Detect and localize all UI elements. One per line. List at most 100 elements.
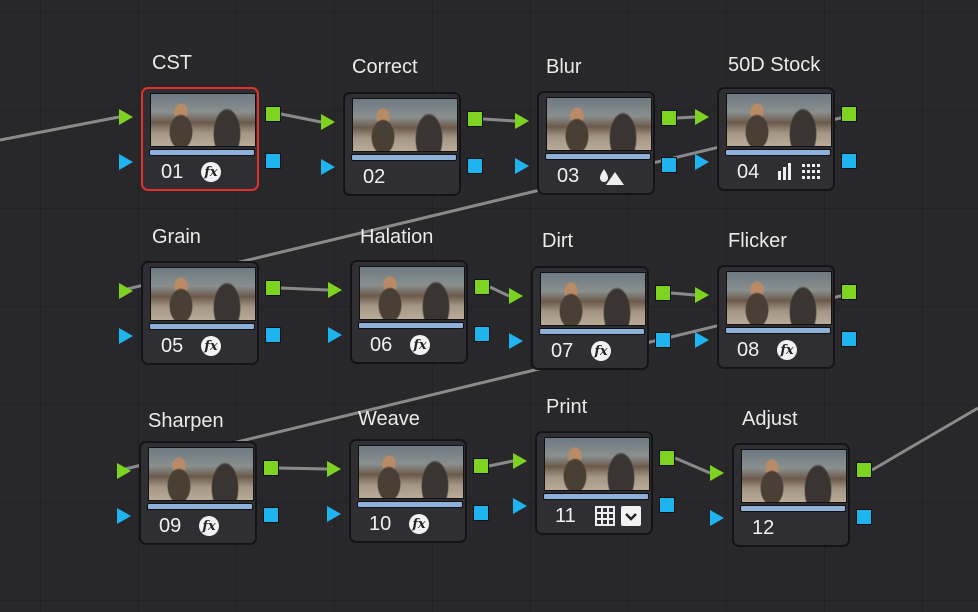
node-status-bar	[351, 154, 457, 161]
node-label: Print	[546, 396, 588, 418]
node-08[interactable]: 08 fx	[717, 265, 835, 369]
rgb-input-port[interactable]	[119, 283, 133, 299]
rgb-output-port[interactable]	[263, 460, 279, 476]
alpha-output-port[interactable]	[841, 331, 857, 347]
node-thumbnail	[544, 437, 650, 491]
rgb-output-port[interactable]	[856, 462, 872, 478]
node-thumbnail	[540, 272, 646, 326]
node-number: 02	[363, 166, 386, 188]
rgb-output-port[interactable]	[467, 111, 483, 127]
rgb-output-port[interactable]	[473, 458, 489, 474]
alpha-output-port[interactable]	[841, 153, 857, 169]
node-02[interactable]: 02	[343, 92, 461, 196]
node-number: 04	[737, 161, 760, 183]
node-number: 07	[551, 340, 574, 362]
node-status-bar	[539, 328, 645, 335]
alpha-input-port[interactable]	[509, 333, 523, 349]
dots-grid-icon	[802, 164, 820, 179]
node-11[interactable]: 11	[535, 431, 653, 535]
rgb-output-port[interactable]	[661, 110, 677, 126]
alpha-output-port[interactable]	[265, 327, 281, 343]
alpha-output-port[interactable]	[263, 507, 279, 523]
alpha-input-port[interactable]	[119, 154, 133, 170]
rgb-output-port[interactable]	[659, 450, 675, 466]
node-number: 10	[369, 513, 392, 535]
node-09[interactable]: 09 fx	[139, 441, 257, 545]
rgb-input-port[interactable]	[327, 461, 341, 477]
rgb-input-port[interactable]	[695, 109, 709, 125]
rgb-input-port[interactable]	[119, 109, 133, 125]
node-04[interactable]: 04	[717, 87, 835, 191]
grid-icon	[595, 506, 615, 526]
connection-line	[482, 117, 516, 123]
rgb-input-port[interactable]	[513, 453, 527, 469]
rgb-output-port[interactable]	[841, 284, 857, 300]
node-number: 08	[737, 339, 760, 361]
connection-line	[676, 115, 696, 120]
alpha-input-port[interactable]	[117, 508, 131, 524]
rgb-output-port[interactable]	[655, 285, 671, 301]
rgb-input-port[interactable]	[509, 288, 523, 304]
alpha-output-port[interactable]	[659, 497, 675, 513]
alpha-input-port[interactable]	[513, 498, 527, 514]
node-number: 03	[557, 165, 580, 187]
blur-icon	[600, 169, 624, 185]
node-10[interactable]: 10 fx	[349, 439, 467, 543]
node-status-bar	[543, 493, 649, 500]
rgb-input-port[interactable]	[328, 282, 342, 298]
node-06[interactable]: 06 fx	[350, 260, 468, 364]
alpha-input-port[interactable]	[695, 332, 709, 348]
node-thumbnail	[546, 97, 652, 151]
node-status-bar	[740, 505, 846, 512]
alpha-input-port[interactable]	[695, 154, 709, 170]
rgb-input-port[interactable]	[695, 287, 709, 303]
alpha-output-port[interactable]	[473, 505, 489, 521]
node-12[interactable]: 12	[732, 443, 850, 547]
rgb-output-port[interactable]	[474, 279, 490, 295]
rgb-output-port[interactable]	[265, 280, 281, 296]
alpha-input-port[interactable]	[119, 328, 133, 344]
node-thumbnail	[741, 449, 847, 503]
node-number: 06	[370, 334, 393, 356]
connection-line	[278, 466, 328, 471]
node-number: 11	[555, 505, 576, 527]
node-01[interactable]: 01 fx	[141, 87, 259, 191]
connection-line	[280, 286, 329, 292]
alpha-output-port[interactable]	[661, 157, 677, 173]
rgb-input-port[interactable]	[515, 113, 529, 129]
rgb-input-port[interactable]	[321, 114, 335, 130]
connection-line	[0, 115, 120, 142]
node-05[interactable]: 05 fx	[141, 261, 259, 365]
node-number: 09	[159, 515, 182, 537]
rgb-input-port[interactable]	[710, 465, 724, 481]
alpha-input-port[interactable]	[327, 506, 341, 522]
alpha-output-port[interactable]	[474, 326, 490, 342]
connection-line	[871, 406, 978, 472]
node-status-bar	[545, 153, 651, 160]
rgb-output-port[interactable]	[841, 106, 857, 122]
alpha-output-port[interactable]	[265, 153, 281, 169]
node-03[interactable]: 03	[537, 91, 655, 195]
alpha-input-port[interactable]	[328, 327, 342, 343]
alpha-output-port[interactable]	[467, 158, 483, 174]
node-status-bar	[147, 503, 253, 510]
connection-line	[670, 291, 696, 297]
node-07[interactable]: 07 fx	[531, 266, 649, 370]
alpha-input-port[interactable]	[710, 510, 724, 526]
alpha-output-port[interactable]	[856, 509, 872, 525]
rgb-input-port[interactable]	[117, 463, 131, 479]
connection-line	[489, 285, 510, 298]
alpha-input-port[interactable]	[321, 159, 335, 175]
node-label: Adjust	[742, 408, 798, 430]
alpha-output-port[interactable]	[655, 332, 671, 348]
fx-icon: fx	[201, 162, 221, 182]
node-thumbnail	[726, 271, 832, 325]
node-label: 50D Stock	[728, 54, 821, 76]
checkbox-icon[interactable]	[621, 506, 641, 526]
alpha-input-port[interactable]	[515, 158, 529, 174]
node-status-bar	[357, 501, 463, 508]
rgb-output-port[interactable]	[265, 106, 281, 122]
node-status-bar	[358, 322, 464, 329]
node-number: 12	[752, 517, 775, 539]
bars-icon	[778, 163, 791, 180]
